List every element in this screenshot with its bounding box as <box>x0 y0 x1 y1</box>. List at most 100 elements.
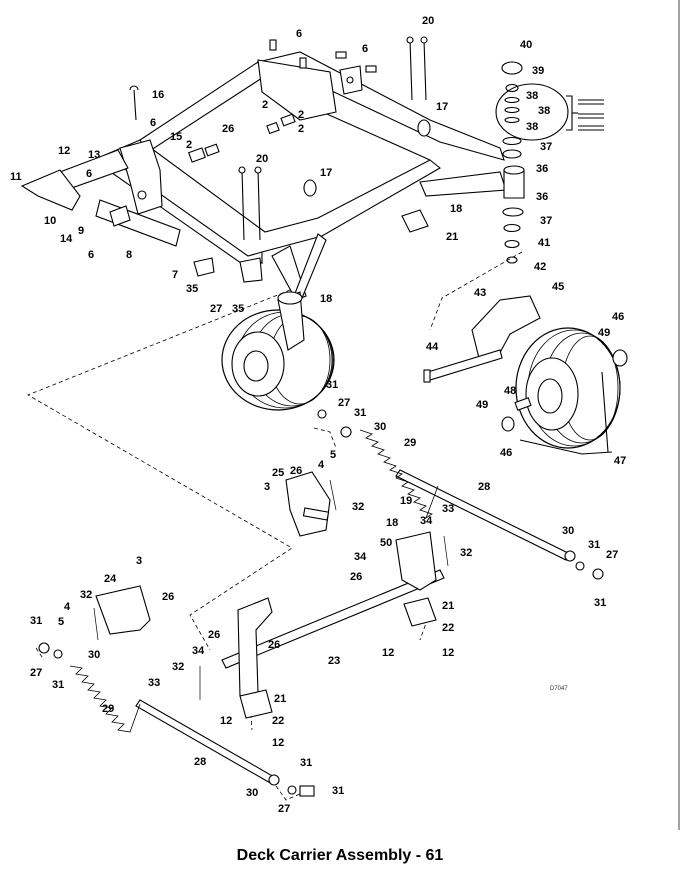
callout-28: 28 <box>478 481 490 493</box>
callout-16: 16 <box>152 89 164 101</box>
callout-31: 31 <box>332 785 344 797</box>
callout-13: 13 <box>88 149 100 161</box>
callout-5: 5 <box>330 449 336 461</box>
callout-37: 37 <box>540 215 552 227</box>
callout-5: 5 <box>58 616 64 628</box>
callouts: 20 6 6 40 39 38 38 38 16 6 15 2 2 2 26 1… <box>10 15 626 864</box>
callout-30: 30 <box>374 421 386 433</box>
callout-38: 38 <box>538 105 550 117</box>
main-frame <box>20 51 507 301</box>
callout-39: 39 <box>532 65 544 77</box>
callout-11: 11 <box>10 171 22 183</box>
callout-24: 24 <box>104 573 117 585</box>
callout-12: 12 <box>382 647 394 659</box>
callout-18: 18 <box>320 293 332 305</box>
callout-32: 32 <box>352 501 364 513</box>
callout-17: 17 <box>436 101 448 113</box>
callout-27: 27 <box>210 303 222 315</box>
callout-20: 20 <box>256 153 268 165</box>
callout-35: 35 <box>186 283 198 295</box>
callout-31: 31 <box>52 679 64 691</box>
callout-30: 30 <box>88 649 100 661</box>
callout-6: 6 <box>150 117 156 129</box>
callout-6: 6 <box>362 43 368 55</box>
callout-42: 42 <box>534 261 546 273</box>
callout-12: 12 <box>272 737 284 749</box>
callout-36: 36 <box>536 163 548 175</box>
callout-4: 4 <box>64 601 71 613</box>
callout-34: 34 <box>192 645 205 657</box>
callout-27: 27 <box>30 667 42 679</box>
callout-30: 30 <box>562 525 574 537</box>
callout-48: 48 <box>504 385 516 397</box>
callout-6: 6 <box>296 28 302 40</box>
callout-10: 10 <box>44 215 56 227</box>
callout-26: 26 <box>208 629 220 641</box>
callout-43: 43 <box>474 287 486 299</box>
callout-30: 30 <box>246 787 258 799</box>
callout-28: 28 <box>194 756 206 768</box>
callout-21: 21 <box>446 231 458 243</box>
callout-12: 12 <box>220 715 232 727</box>
callout-26: 26 <box>222 123 234 135</box>
callout-3: 3 <box>264 481 270 493</box>
callout-47: 47 <box>614 455 626 467</box>
callout-41: 41 <box>538 237 550 249</box>
callout-12: 12 <box>442 647 454 659</box>
linkage-assembly <box>38 409 604 797</box>
callout-22: 22 <box>272 715 284 727</box>
callout-27: 27 <box>606 549 618 561</box>
callout-45: 45 <box>552 281 564 293</box>
callout-31: 31 <box>354 407 366 419</box>
callout-31: 31 <box>300 757 312 769</box>
callout-14: 14 <box>60 233 73 245</box>
callout-32: 32 <box>172 661 184 673</box>
callout-26: 26 <box>290 465 302 477</box>
callout-12: 12 <box>58 145 70 157</box>
callout-18: 18 <box>450 203 462 215</box>
callout-18: 18 <box>386 517 398 529</box>
callout-8: 8 <box>126 249 132 261</box>
callout-2: 2 <box>186 139 192 151</box>
callout-29: 29 <box>102 703 114 715</box>
callout-20: 20 <box>422 15 434 27</box>
callout-38: 38 <box>526 90 538 102</box>
top-hardware <box>129 36 431 283</box>
callout-9: 9 <box>78 225 84 237</box>
callout-33: 33 <box>442 503 454 515</box>
callout-40: 40 <box>520 39 532 51</box>
callout-46: 46 <box>612 311 624 323</box>
right-wheel <box>423 61 628 455</box>
callout-27: 27 <box>338 397 350 409</box>
callout-38: 38 <box>526 121 538 133</box>
callout-37: 37 <box>540 141 552 153</box>
callout-17: 17 <box>320 167 332 179</box>
callout-4: 4 <box>318 459 325 471</box>
callout-32: 32 <box>80 589 92 601</box>
callout-2: 2 <box>298 109 304 121</box>
callout-6: 6 <box>86 168 92 180</box>
left-caster-wheel <box>221 291 335 411</box>
callout-15: 15 <box>170 131 182 143</box>
callout-46: 46 <box>500 447 512 459</box>
callout-2: 2 <box>262 99 268 111</box>
callout-49: 49 <box>476 399 488 411</box>
callout-35: 35 <box>232 303 244 315</box>
callout-36: 36 <box>536 191 548 203</box>
callout-49: 49 <box>598 327 610 339</box>
callout-21: 21 <box>442 600 454 612</box>
callout-22: 22 <box>442 622 454 634</box>
callout-50: 50 <box>380 537 392 549</box>
callout-29: 29 <box>404 437 416 449</box>
callout-26: 26 <box>162 591 174 603</box>
callout-31: 31 <box>588 539 600 551</box>
callout-27: 27 <box>278 803 290 815</box>
callout-34: 34 <box>354 551 367 563</box>
callout-25: 25 <box>272 467 284 479</box>
callout-19: 19 <box>400 495 412 507</box>
callout-31: 31 <box>326 379 338 391</box>
callout-32: 32 <box>460 547 472 559</box>
callout-2: 2 <box>298 123 304 135</box>
callout-26: 26 <box>350 571 362 583</box>
